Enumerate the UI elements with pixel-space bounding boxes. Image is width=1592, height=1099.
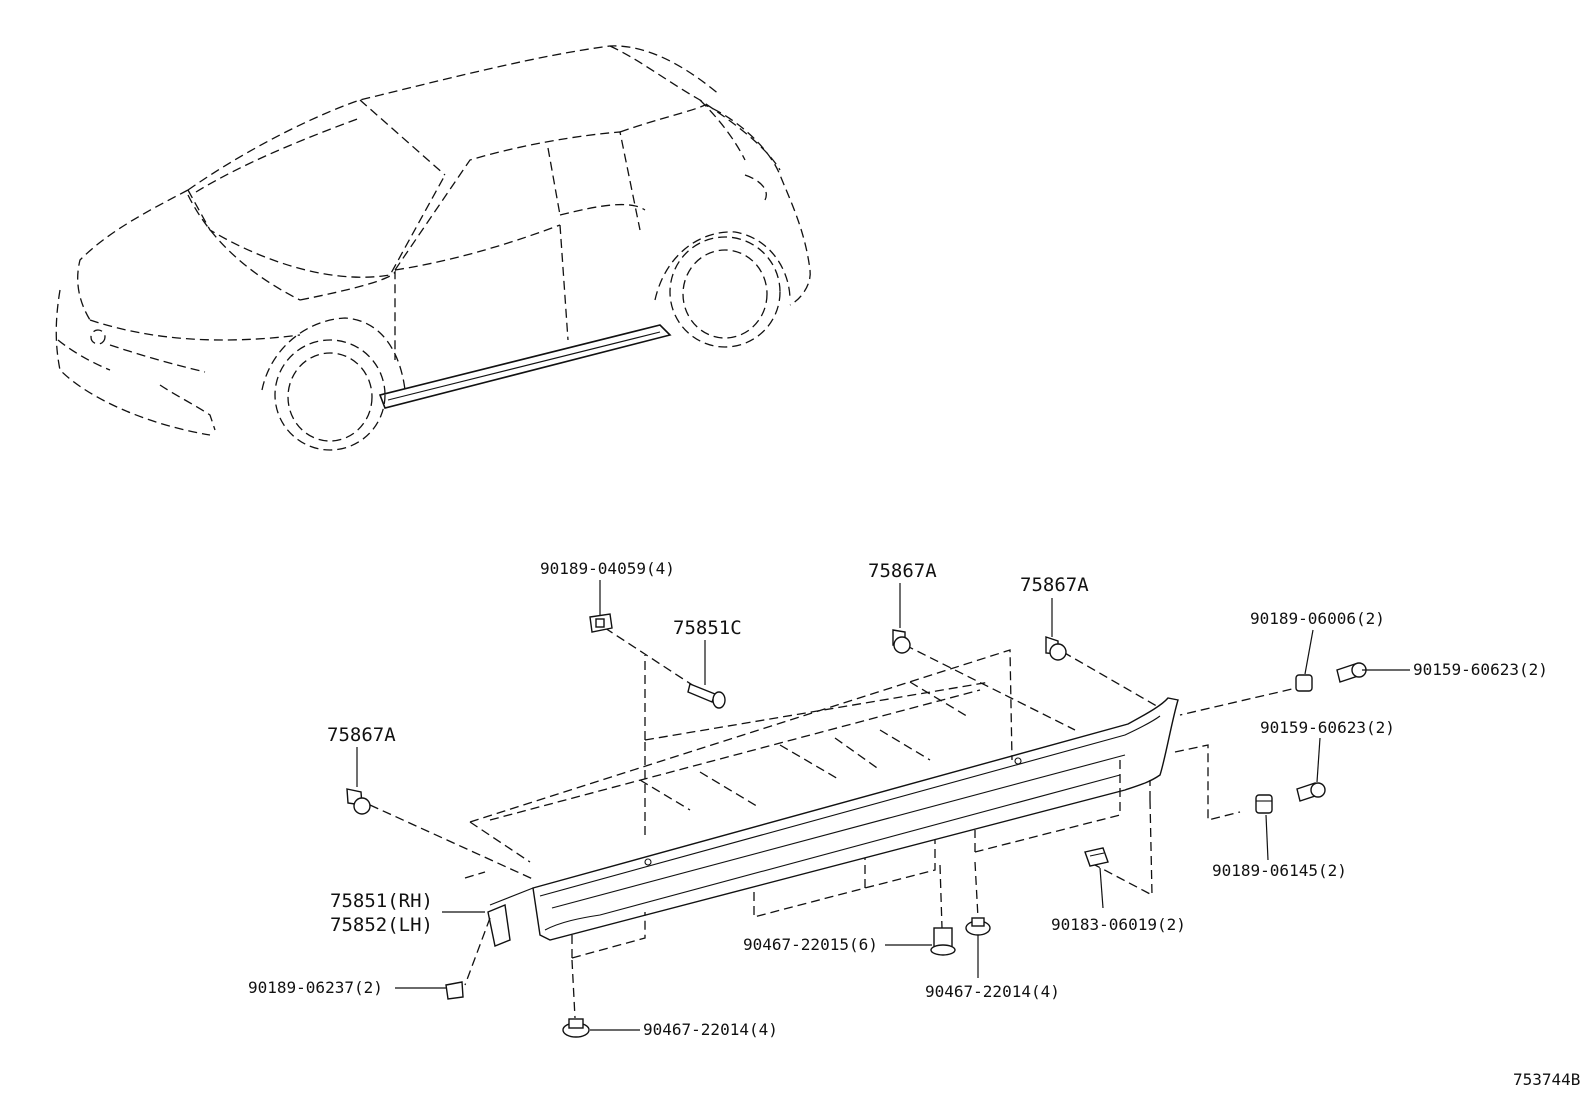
label-fastener-90467-22014-mid[interactable]: 90467-22014(4) xyxy=(925,982,1060,1001)
label-clip-75867a-2[interactable]: 75867A xyxy=(1020,574,1089,596)
label-clip-90189-04059[interactable]: 90189-04059(4) xyxy=(540,559,675,578)
rocker-moulding xyxy=(487,697,1179,947)
label-clip-75867a-1[interactable]: 75867A xyxy=(868,560,937,582)
label-moulding-rh[interactable]: 75851(RH) xyxy=(330,890,433,912)
clip-75867a-2-icon[interactable] xyxy=(1045,636,1067,661)
label-clip-90189-06145[interactable]: 90189-06145(2) xyxy=(1212,861,1347,880)
fasteners xyxy=(346,613,1367,1038)
fastener-90467-22015-icon[interactable] xyxy=(930,927,956,956)
clip-90189-04059-icon[interactable] xyxy=(589,613,613,633)
clip-75867a-3-icon[interactable] xyxy=(346,788,371,815)
screw-90159-60623-mid-icon[interactable] xyxy=(1296,782,1326,802)
label-moulding-lh[interactable]: 75852(LH) xyxy=(330,914,433,936)
label-screw-90159-60623-top[interactable]: 90159-60623(2) xyxy=(1413,660,1548,679)
clip-75867a-1-icon[interactable] xyxy=(892,629,911,654)
label-clip-90189-06006[interactable]: 90189-06006(2) xyxy=(1250,609,1385,628)
fastener-90467-22014-bottom-icon[interactable] xyxy=(562,1018,590,1038)
nut-90183-06019-icon[interactable] xyxy=(1084,847,1109,867)
diagram-code: 753744B xyxy=(1513,1070,1580,1089)
label-screw-90159-60623-mid[interactable]: 90159-60623(2) xyxy=(1260,718,1395,737)
part-labels: 90189-04059(4) 75851C 75867A 75867A 7586… xyxy=(248,559,1580,1089)
screw-75851c-icon[interactable] xyxy=(687,683,726,709)
label-clip-90189-06237[interactable]: 90189-06237(2) xyxy=(248,978,383,997)
vehicle-outline xyxy=(55,45,811,451)
label-fastener-90467-22015[interactable]: 90467-22015(6) xyxy=(743,935,878,954)
fastener-90467-22014-mid-icon[interactable] xyxy=(965,917,991,936)
clip-90189-06006-icon[interactable] xyxy=(1295,674,1313,692)
leader-lines xyxy=(356,580,1410,1031)
clip-90189-06145-icon[interactable] xyxy=(1255,794,1273,814)
screw-90159-60623-top-icon[interactable] xyxy=(1336,662,1367,683)
label-screw-75851c[interactable]: 75851C xyxy=(673,617,742,639)
assembly-guide-lines xyxy=(369,627,1306,1019)
label-fastener-90467-22014-bottom[interactable]: 90467-22014(4) xyxy=(643,1020,778,1039)
clip-90189-06237-icon[interactable] xyxy=(445,981,464,1000)
label-nut-90183-06019[interactable]: 90183-06019(2) xyxy=(1051,915,1186,934)
label-clip-75867a-3[interactable]: 75867A xyxy=(327,724,396,746)
